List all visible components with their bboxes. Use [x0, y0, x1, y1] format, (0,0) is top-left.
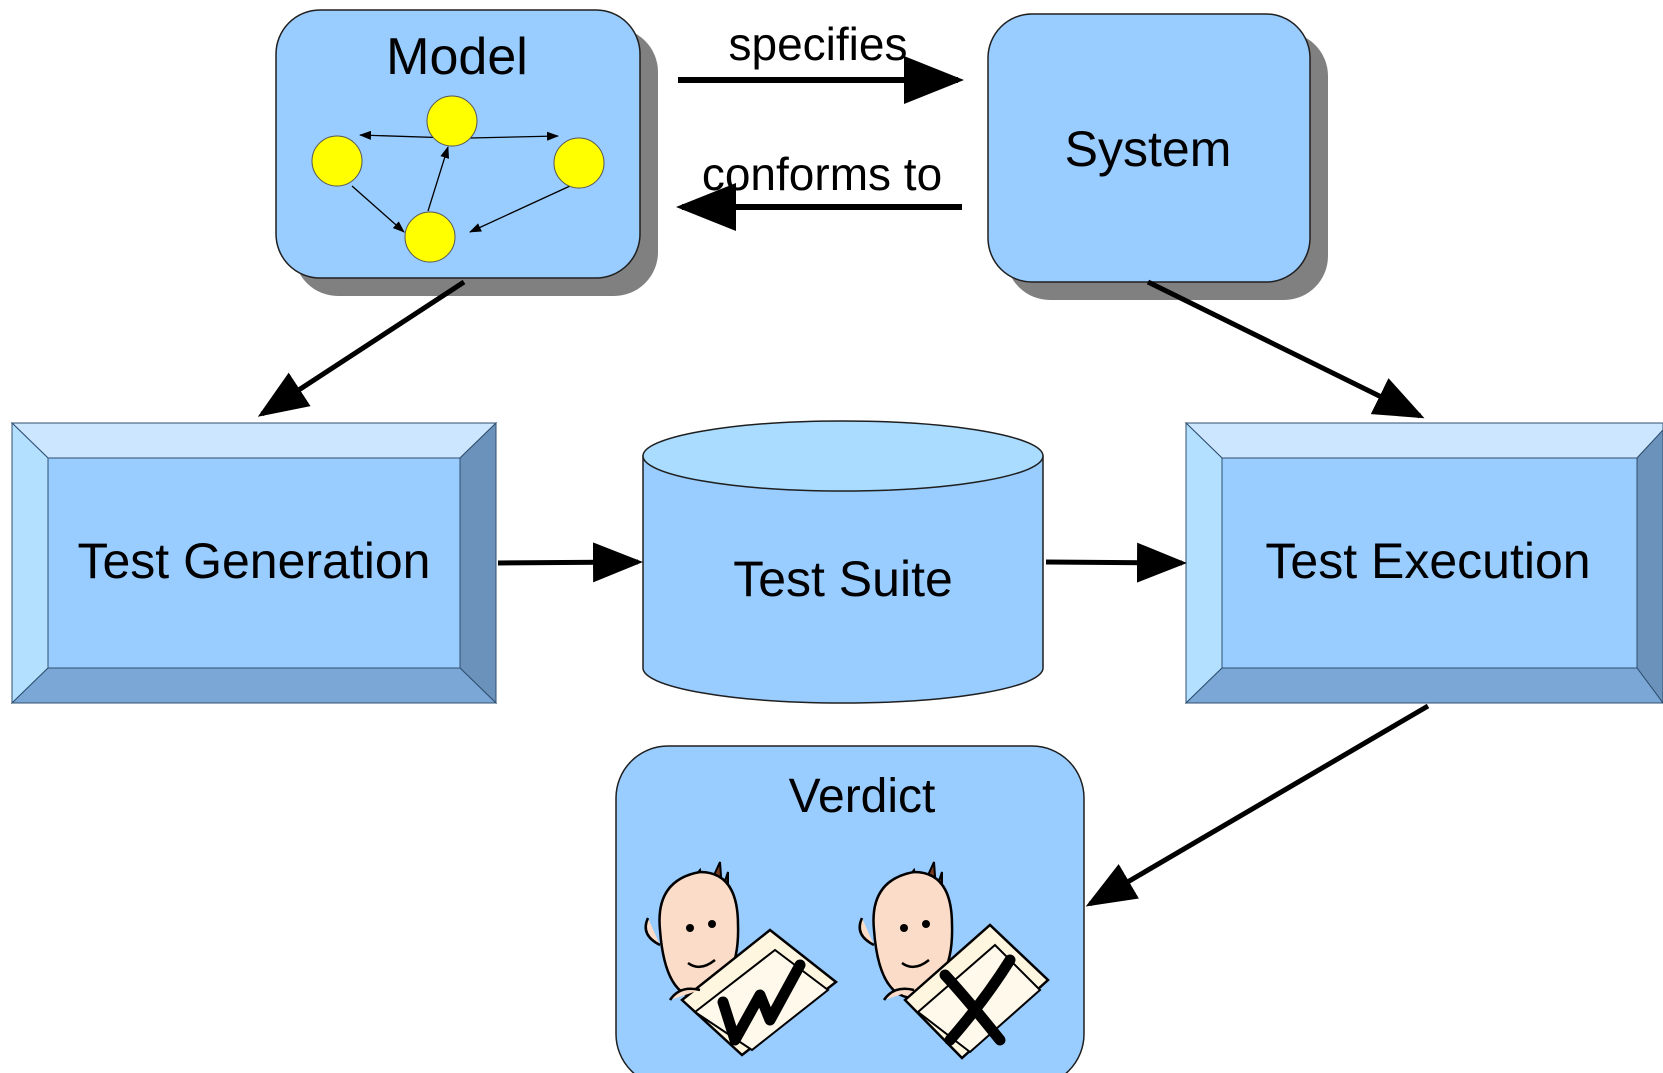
graph-edge [469, 131, 559, 141]
test-suite-label: Test Suite [733, 551, 953, 607]
verdict-pass-icon [644, 861, 839, 1057]
arrow-test-execution-to-verdict [1085, 703, 1430, 907]
graph-edge [469, 185, 571, 233]
ts-body [642, 455, 1044, 704]
graph-edge [351, 185, 405, 233]
tg-bevel-left [11, 421, 49, 705]
test-execution-node: Test Execution [1184, 421, 1663, 705]
verdict-node: Verdict [615, 745, 1085, 1073]
graph-node [404, 211, 456, 263]
specifies-label: specifies [729, 18, 908, 70]
model-state-graph [311, 95, 605, 263]
test-execution-label: Test Execution [1265, 533, 1590, 589]
te-bevel-bottom [1184, 667, 1663, 704]
checkmark-icon [717, 959, 806, 1046]
test-suite-node: Test Suite [642, 420, 1044, 704]
model-label: Model [386, 28, 528, 86]
conforms-to-label: conforms to [702, 148, 942, 200]
graph-node [426, 95, 478, 147]
graph-edge [427, 146, 450, 212]
tg-bevel-right [459, 421, 497, 705]
arrow-test-generation-to-test-suite [497, 542, 643, 583]
arrow-model-to-test-generation [257, 279, 466, 417]
tg-bevel-top [10, 422, 498, 459]
edge-conforms-to: conforms to [676, 148, 962, 231]
tg-bevel-bottom [10, 667, 498, 704]
cross-icon [939, 969, 1006, 1046]
ts-top [642, 420, 1044, 492]
graph-node [311, 135, 363, 187]
te-bevel-left [1185, 421, 1223, 705]
te-face [1221, 457, 1638, 669]
graph-node [553, 137, 605, 189]
test-generation-label: Test Generation [78, 533, 431, 589]
test-generation-node: Test Generation [10, 421, 498, 705]
te-bevel-right [1636, 429, 1663, 704]
model-node: Model [275, 9, 658, 296]
arrow-test-suite-to-test-execution [1045, 542, 1187, 583]
arrow-system-to-test-execution [1146, 279, 1425, 419]
verdict-label: Verdict [789, 770, 936, 823]
system-label: System [1065, 121, 1232, 177]
system-node: System [987, 13, 1328, 300]
verdict-fail-icon [858, 861, 1050, 1060]
tg-face [47, 457, 461, 669]
te-bevel-top [1184, 422, 1663, 459]
edge-specifies: specifies [678, 18, 964, 104]
